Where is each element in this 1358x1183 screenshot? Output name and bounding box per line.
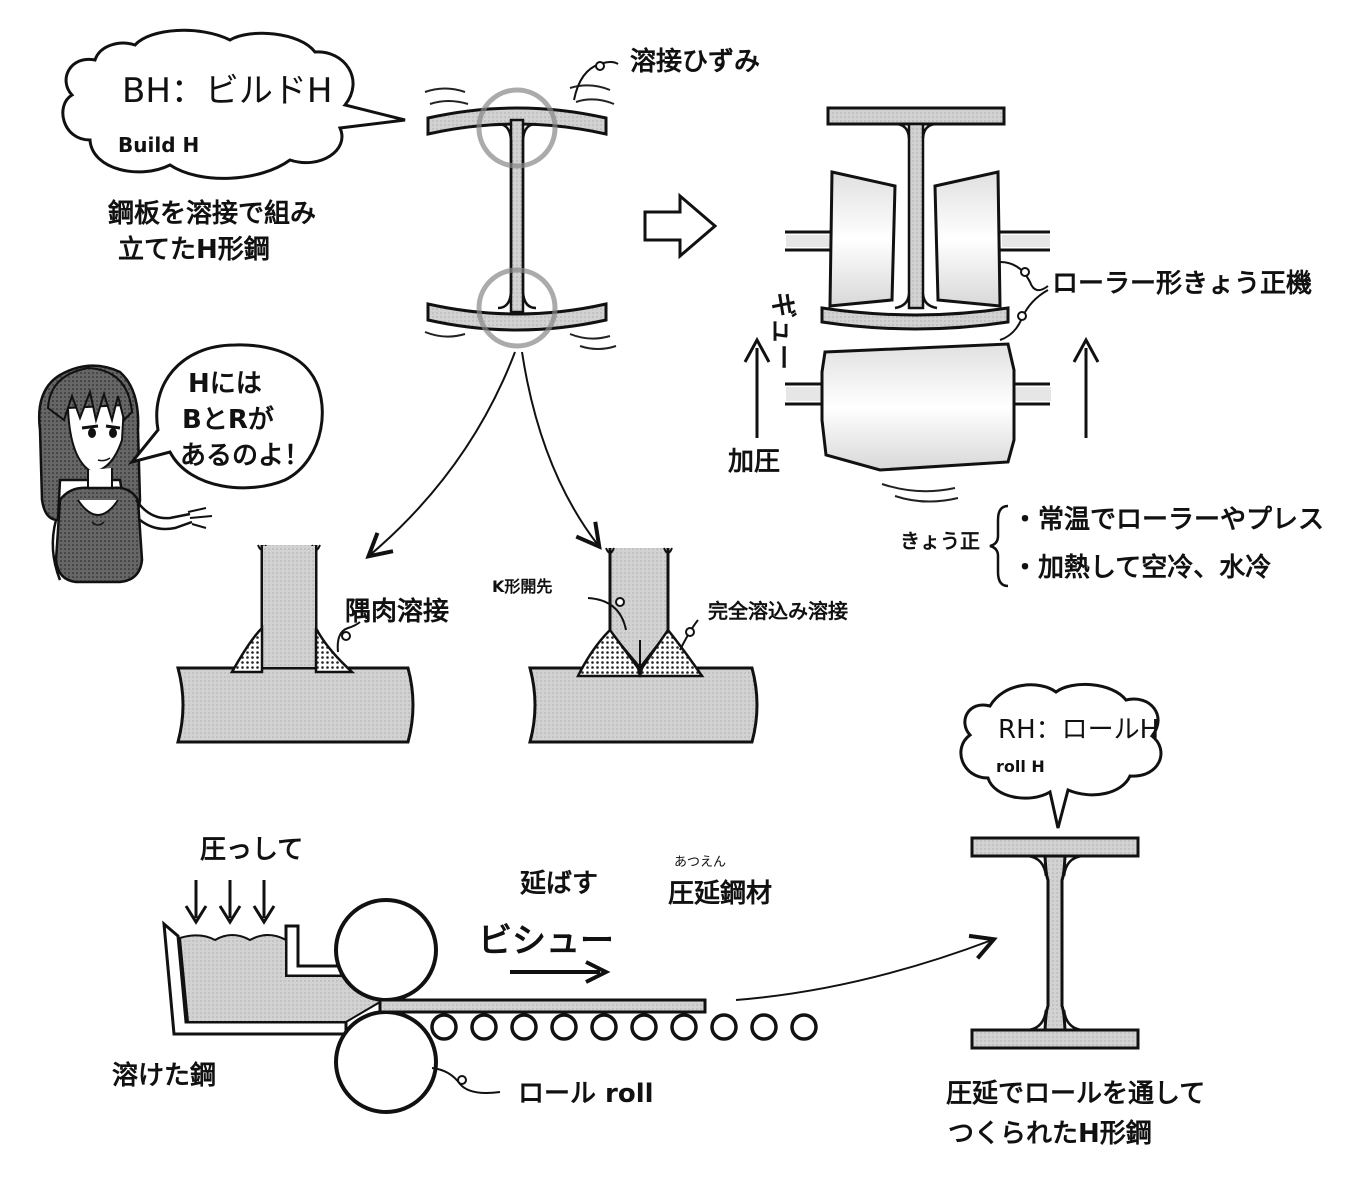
welding-distortion-label: 溶接ひずみ [630,46,760,77]
girl-speech-line3: あるのよ！ [180,441,310,471]
rh-bubble-subtitle: roll H [996,757,1045,776]
rolled-steel-strip [378,998,707,1014]
bh-bubble-title: BH：ビルドH [122,71,332,111]
rh-description-line1: 圧延でロールを通して [946,1079,1205,1109]
fillet-callout-dot [341,631,351,641]
fillet-callout-line [336,621,361,653]
groove-callout-dot [615,597,625,607]
molten-steel-label: 溶けた鋼 [112,1060,216,1091]
straightening-method-cold: ・常温でローラーやプレス [1012,505,1324,535]
squeeze-sound-effect: ギュー [767,292,797,370]
machine-callout-dot-1 [1020,267,1030,277]
rolling-mill-rolls [334,898,438,1114]
fillet-weld-label: 隅肉溶接 [345,596,449,627]
girl-speech-line2: BとRが [182,404,274,435]
k-groove-label: K形開先 [492,577,552,596]
full-penetration-weld-detail [528,547,759,744]
methods-brace [989,504,1009,588]
rh-description-line2: つくられたH形鋼 [948,1119,1152,1149]
full-pen-callout-dot [685,627,695,637]
pressure-label: 加圧 [728,447,780,477]
arrow-to-full-pen-detail [521,351,598,545]
distortion-callout-dot [595,61,605,71]
bh-description-line1: 鋼板を溶接で組み [107,198,316,229]
bh-description-line2: 立てたH形鋼 [118,234,270,265]
fillet-weld-detail [176,544,415,744]
conveyor-rollers [430,1013,818,1041]
arrow-to-fillet-detail [370,351,516,555]
rh-speech-bubble: RH：ロールH roll H [959,682,1163,829]
roller-straightening-machine [743,106,1100,503]
girl-character-illustration [38,364,213,584]
straightening-method-heat: ・加熱して空冷、水冷 [1012,552,1271,583]
machine-callout-dot-2 [1017,311,1027,321]
rolled-h-beam [970,836,1140,1050]
machine-callout-line [999,261,1049,292]
bh-bubble-subtitle: Build H [118,133,199,157]
roller-machine-label: ローラー形きょう正機 [1052,269,1312,299]
molten-steel-ladle [162,920,381,1036]
roll-label: ロール roll [518,1079,654,1109]
direction-arrow-icon [510,960,611,984]
bh-speech-bubble: BH：ビルドH Build H [61,28,406,180]
whoosh-sound-effect: ビシュー [478,921,614,961]
distorted-build-h-beam [424,84,617,350]
product-ruby-reading: あつえん [674,855,726,870]
arrow-to-rolled-h-beam [735,940,992,1001]
groove-callout-line [587,597,627,631]
rh-bubble-title: RH：ロールH [998,715,1159,745]
stretch-label: 延ばす [519,869,598,899]
girl-speech-line1: Hには [188,369,262,399]
press-arrows [184,880,276,925]
straightening-methods-title: きょう正 [900,529,980,553]
roll-callout-dot [457,1075,467,1085]
rolled-steel-product-label: 圧延鋼材 [668,879,772,909]
process-arrow-icon [643,192,718,260]
press-label: 圧っして [200,835,303,865]
full-penetration-weld-label: 完全溶込み溶接 [708,599,848,623]
girl-speech-bubble: Hには BとRが あるのよ！ [127,343,324,490]
